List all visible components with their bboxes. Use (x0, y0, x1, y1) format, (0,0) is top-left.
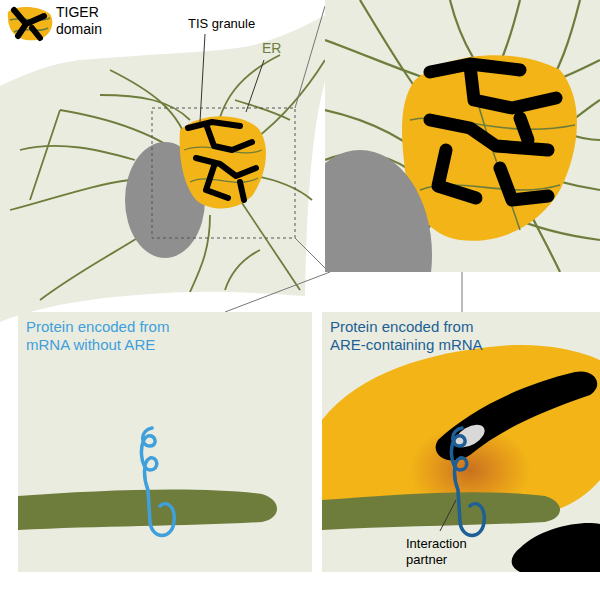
cell-part (152, 108, 295, 238)
cell-part (188, 122, 256, 200)
cell-part-part (206, 124, 252, 150)
panel: Protein encoded from mRNA without ARE (18, 312, 312, 572)
cell-part-part (225, 250, 260, 290)
cell-part-part (190, 178, 258, 182)
zoom-line-part (225, 272, 330, 312)
cell-part-part (240, 200, 300, 290)
legend-icon-part (8, 7, 53, 40)
label: ER (262, 40, 281, 57)
legend-icon-part (14, 10, 44, 38)
cell-part-part (20, 146, 135, 160)
panel-title: Protein encoded from ARE-containing mRNA (330, 318, 495, 354)
cell-part-part (188, 122, 240, 128)
panel-with-are (322, 312, 600, 572)
zoom-panel (325, 0, 600, 272)
legend-text: TIGER domain (56, 4, 116, 38)
panel-with-are-part (512, 523, 600, 572)
leader-line-part (200, 34, 205, 122)
zoom-panel-part (402, 55, 577, 241)
panel-with-are-part (451, 428, 484, 536)
panel-with-are-part (322, 492, 560, 530)
label: TIS granule (188, 16, 255, 32)
zoom-panel-part-part (500, 168, 548, 200)
zoom-panel-part (430, 64, 556, 200)
zoom-panel-part-part (520, 118, 528, 140)
cell-part-part (240, 182, 244, 200)
leader-line (200, 34, 264, 122)
panel-without-are-part (18, 312, 312, 572)
panel-with-are-part (440, 500, 456, 531)
panel-title: Protein encoded from mRNA without ARE (26, 318, 191, 354)
zoom-panel-part-part (438, 150, 476, 198)
cell-part-part (235, 100, 290, 120)
cell-part-part (30, 110, 60, 200)
legend-icon (8, 7, 53, 40)
cell (0, 4, 345, 322)
cell-part (180, 116, 266, 208)
cell-part (0, 4, 345, 322)
panel-without-are-part (141, 428, 174, 536)
cell-part-part (10, 180, 130, 210)
cell-part (184, 147, 262, 182)
zoom-line-part (295, 6, 325, 108)
panel-without-are (18, 312, 312, 572)
cell-part-part (40, 230, 150, 300)
panel-with-are-part (322, 312, 600, 572)
leader-line-part (246, 60, 264, 112)
zoom-panel-part (325, 150, 432, 272)
zoom-panel-part-part (470, 66, 556, 108)
cell-part (10, 55, 325, 300)
cell-part-part (196, 158, 256, 176)
cell-part-part (206, 166, 228, 198)
panel: Protein encoded from ARE-containing mRNA (322, 312, 600, 572)
zoom-line-part (295, 238, 325, 268)
label: Interaction partner (406, 536, 496, 567)
